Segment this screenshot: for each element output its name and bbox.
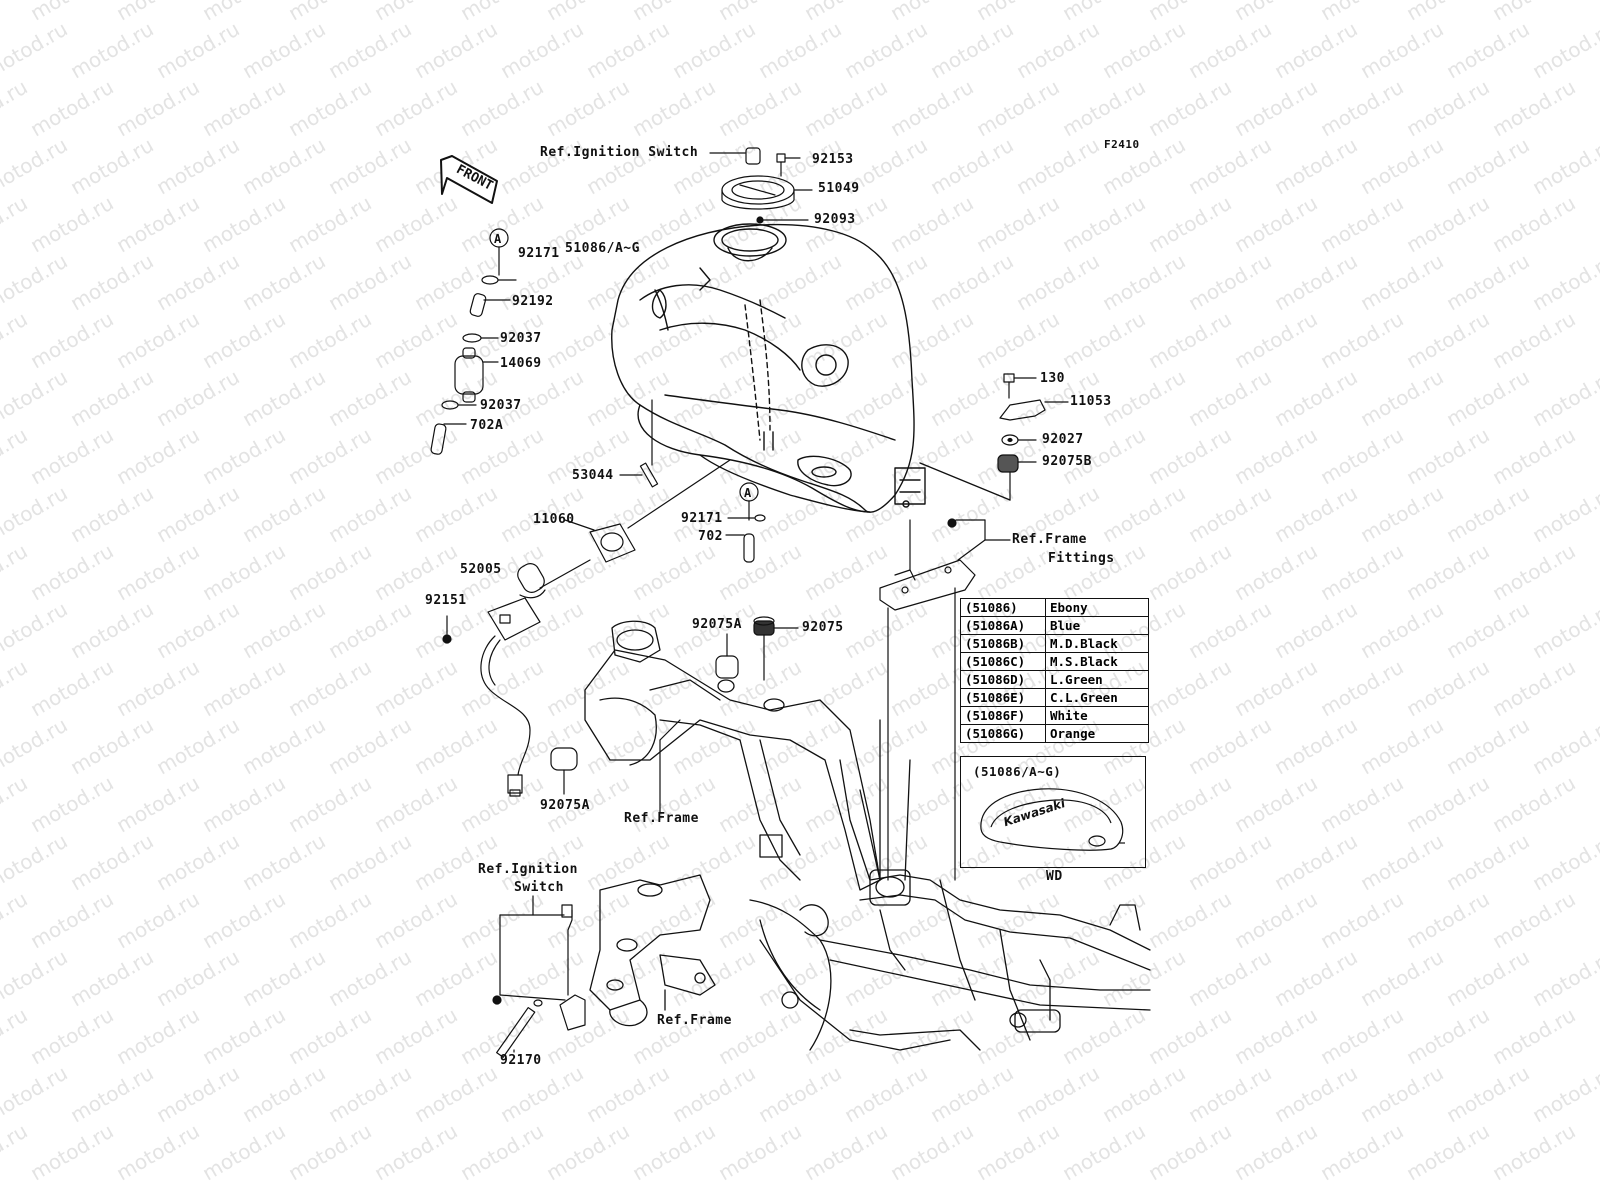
label-ref-ignition-switch-top: Ref.Ignition Switch bbox=[540, 145, 699, 160]
hose-clip-92171-icon bbox=[481, 275, 517, 285]
svg-text:A: A bbox=[744, 486, 752, 500]
inset-title: (51086/A~G) bbox=[973, 764, 1062, 779]
fuel-filter-14069-icon bbox=[454, 347, 499, 403]
color-name-cell: M.D.Black bbox=[1045, 634, 1149, 653]
color-code-cell: (51086) bbox=[960, 598, 1046, 617]
hose-92192-icon bbox=[469, 293, 511, 317]
clamp-92037-upper-icon bbox=[462, 333, 499, 343]
label-702: 702 bbox=[698, 529, 723, 544]
label-92151: 92151 bbox=[425, 593, 467, 608]
frame-icon bbox=[584, 620, 1151, 1051]
color-table-row: (51086)Ebony bbox=[960, 598, 1149, 617]
color-table-row: (51086C)M.S.Black bbox=[960, 652, 1149, 671]
label-ref-frame-fittings-1: Ref.Frame bbox=[1012, 532, 1087, 547]
hose-702-icon bbox=[725, 533, 755, 563]
color-name-cell: C.L.Green bbox=[1045, 688, 1149, 707]
label-92075a-top: 92075A bbox=[692, 617, 742, 632]
color-name-cell: M.S.Black bbox=[1045, 652, 1149, 671]
clip-92171-lower-icon bbox=[727, 514, 766, 522]
damper-92075a-bottom-icon bbox=[550, 747, 578, 795]
label-ref-frame-bottom: Ref.Frame bbox=[657, 1013, 732, 1028]
damper-92075b-icon bbox=[997, 454, 1037, 501]
label-92171-lower: 92171 bbox=[681, 511, 723, 526]
ref-frame-leaders bbox=[659, 719, 681, 813]
label-92075: 92075 bbox=[802, 620, 844, 635]
color-name-cell: L.Green bbox=[1045, 670, 1149, 689]
color-code-cell: (51086A) bbox=[960, 616, 1046, 635]
hose-702a-icon bbox=[430, 423, 467, 455]
washer-92093-icon bbox=[756, 216, 809, 224]
washer-92027-icon bbox=[1001, 434, 1037, 446]
label-ref-frame-middle: Ref.Frame bbox=[624, 811, 699, 826]
label-92192: 92192 bbox=[512, 294, 554, 309]
front-arrow-icon: FRONT bbox=[440, 155, 498, 204]
decal-inset: (51086/A~G) Kawasaki bbox=[960, 756, 1146, 868]
figure-code: F2410 bbox=[1104, 138, 1140, 151]
color-code-cell: (51086E) bbox=[960, 688, 1046, 707]
screw-92170-area-icon bbox=[492, 995, 543, 1058]
clamp-92037-lower-icon bbox=[441, 400, 477, 410]
ignition-switch-icon bbox=[499, 895, 586, 1031]
label-11053: 11053 bbox=[1070, 394, 1112, 409]
label-92037-upper: 92037 bbox=[500, 331, 542, 346]
inset-decal-text: Kawasaki bbox=[1002, 796, 1068, 829]
screw-92151-icon bbox=[442, 615, 452, 644]
bolt-130-icon bbox=[1003, 373, 1037, 399]
fuel-pump-52005-icon bbox=[480, 559, 591, 797]
bracket-11053-icon bbox=[999, 399, 1069, 421]
label-14069: 14069 bbox=[500, 356, 542, 371]
gasket-11060-icon bbox=[564, 459, 731, 563]
label-702a: 702A bbox=[470, 418, 504, 433]
callout-a-top: A bbox=[489, 228, 509, 276]
label-92075a-bottom: 92075A bbox=[540, 798, 590, 813]
label-92170: 92170 bbox=[500, 1053, 542, 1068]
callout-a-bottom: A bbox=[739, 482, 759, 521]
color-name-cell: Ebony bbox=[1045, 598, 1149, 617]
color-code-cell: (51086D) bbox=[960, 670, 1046, 689]
label-92037-lower: 92037 bbox=[480, 398, 522, 413]
label-92171-upper: 92171 bbox=[518, 246, 560, 261]
color-code-cell: (51086F) bbox=[960, 706, 1046, 725]
damper-92075a-top-icon bbox=[715, 633, 739, 679]
color-table-row: (51086A)Blue bbox=[960, 616, 1149, 635]
fuel-cap-51049-icon bbox=[709, 147, 813, 210]
color-code-table: (51086)Ebony(51086A)Blue(51086B)M.D.Blac… bbox=[960, 598, 1149, 743]
color-code-cell: (51086C) bbox=[960, 652, 1046, 671]
label-92153: 92153 bbox=[812, 152, 854, 167]
label-130: 130 bbox=[1040, 371, 1065, 386]
label-92075b: 92075B bbox=[1042, 454, 1092, 469]
damper-92075-icon bbox=[753, 616, 799, 681]
inset-caption: WD bbox=[1046, 869, 1063, 884]
fuel-tank-51086-icon bbox=[611, 223, 1011, 513]
label-51049: 51049 bbox=[818, 181, 860, 196]
label-ref-ignition-switch-bottom-2: Switch bbox=[514, 880, 564, 895]
tank-decal-icon: Kawasaki bbox=[980, 788, 1125, 851]
label-11060: 11060 bbox=[533, 512, 575, 527]
color-name-cell: Orange bbox=[1045, 724, 1149, 743]
color-table-row: (51086B)M.D.Black bbox=[960, 634, 1149, 653]
label-51086-a-g: 51086/A~G bbox=[565, 241, 640, 256]
color-code-cell: (51086B) bbox=[960, 634, 1046, 653]
label-ref-frame-fittings-2: Fittings bbox=[1048, 551, 1115, 566]
pin-53044-icon bbox=[619, 399, 659, 488]
ignition-bracket-icon bbox=[589, 874, 716, 1027]
label-92093: 92093 bbox=[814, 212, 856, 227]
label-52005: 52005 bbox=[460, 562, 502, 577]
svg-text:A: A bbox=[494, 232, 502, 246]
label-53044: 53044 bbox=[572, 468, 614, 483]
color-table-row: (51086D)L.Green bbox=[960, 670, 1149, 689]
color-table-row: (51086F)White bbox=[960, 706, 1149, 725]
color-name-cell: Blue bbox=[1045, 616, 1149, 635]
frame-fittings-bracket-icon bbox=[879, 518, 1011, 881]
label-ref-ignition-switch-bottom-1: Ref.Ignition bbox=[478, 862, 578, 877]
color-table-row: (51086E)C.L.Green bbox=[960, 688, 1149, 707]
bolt-92153-icon bbox=[776, 153, 801, 177]
color-table-row: (51086G)Orange bbox=[960, 724, 1149, 743]
color-name-cell: White bbox=[1045, 706, 1149, 725]
color-code-cell: (51086G) bbox=[960, 724, 1046, 743]
label-92027: 92027 bbox=[1042, 432, 1084, 447]
